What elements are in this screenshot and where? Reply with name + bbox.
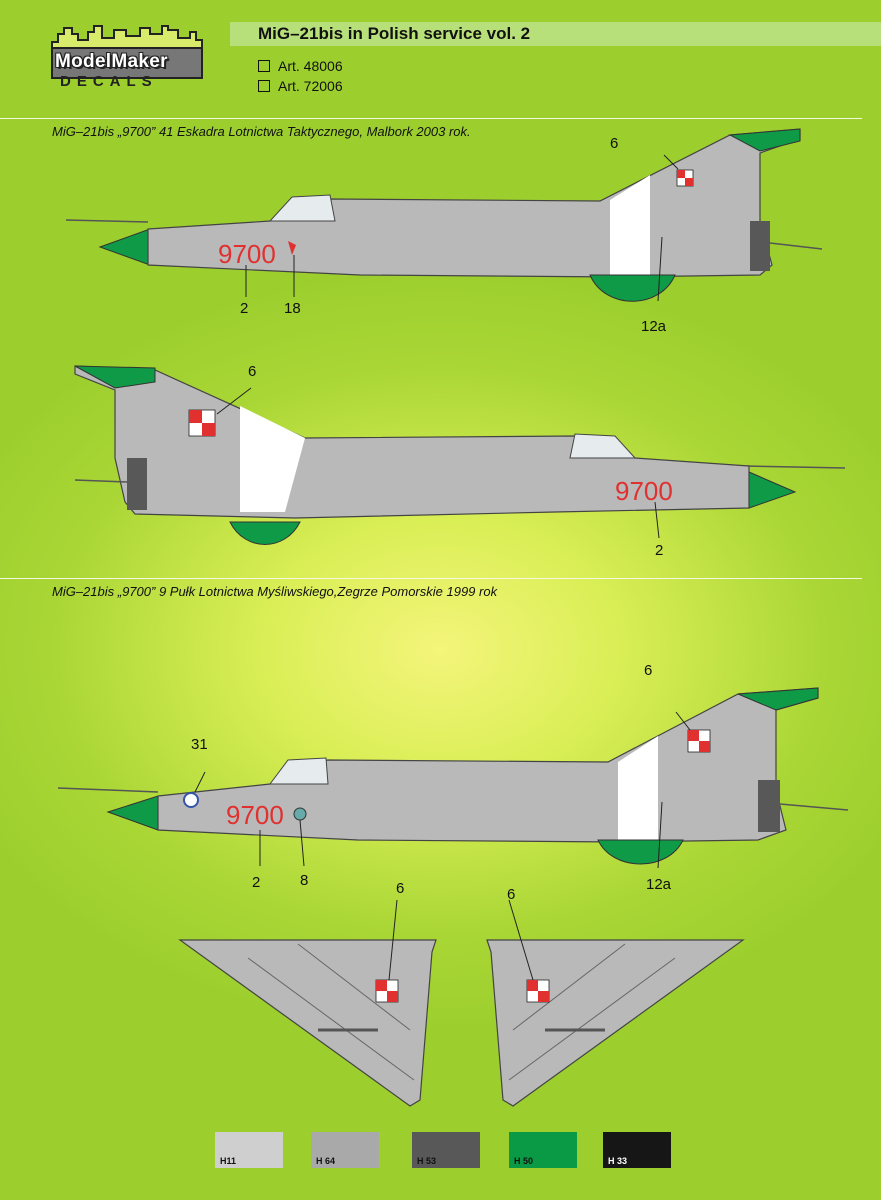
callout-8: 8 <box>300 872 309 889</box>
callout-6: 6 <box>396 880 405 897</box>
page-title: MiG–21bis in Polish service vol. 2 <box>258 24 531 43</box>
aircraft-profile-2: 9700 <box>74 365 846 545</box>
paint-chip-h64: H 64 <box>311 1132 379 1168</box>
aircraft-profile-1: 9700 <box>65 128 823 302</box>
callout-6: 6 <box>507 886 516 903</box>
regiment-badge-icon <box>183 792 199 808</box>
callout-6: 6 <box>644 662 653 679</box>
section-label-1: MiG–21bis „9700” 41 Eskadra Lotnictwa Ta… <box>52 124 471 139</box>
modelmaker-logo <box>51 25 203 79</box>
paint-chip-h53: H 53 <box>412 1132 480 1168</box>
checkbox-icon <box>258 80 270 92</box>
callout-2: 2 <box>252 874 261 891</box>
serial-number: 9700 <box>615 476 673 506</box>
callout-31: 31 <box>191 736 208 753</box>
callout-12a: 12a <box>641 318 667 335</box>
checkbox-icon <box>258 60 270 72</box>
logo-wordmark: ModelMaker <box>55 51 168 72</box>
paint-chip-h11: H11 <box>215 1132 283 1168</box>
article-72006: Art. 72006 <box>258 78 343 94</box>
unit-emblem-icon <box>293 807 307 821</box>
serial-number: 9700 <box>226 800 284 830</box>
callout-6: 6 <box>610 135 619 152</box>
aircraft-profile-3: 9700 <box>57 687 849 869</box>
logo-subtitle: DECALS <box>60 73 158 90</box>
title-bar <box>230 22 881 46</box>
left-wing-underside <box>178 899 437 1107</box>
callout-6: 6 <box>248 363 257 380</box>
section-divider <box>0 118 862 119</box>
callout-2: 2 <box>240 300 249 317</box>
serial-number: 9700 <box>218 239 276 269</box>
squadron-badge-icon <box>288 241 296 255</box>
callout-2: 2 <box>655 542 664 559</box>
paint-chip-h50: H 50 <box>509 1132 577 1168</box>
article-48006: Art. 48006 <box>258 58 343 74</box>
section-label-2: MiG–21bis „9700” 9 Pułk Lotnictwa Myśliw… <box>52 584 498 599</box>
paint-chip-h33: H 33 <box>603 1132 671 1168</box>
callout-18: 18 <box>284 300 301 317</box>
right-wing-underside <box>486 899 745 1107</box>
section-divider <box>0 578 862 579</box>
callout-12a: 12a <box>646 876 672 893</box>
